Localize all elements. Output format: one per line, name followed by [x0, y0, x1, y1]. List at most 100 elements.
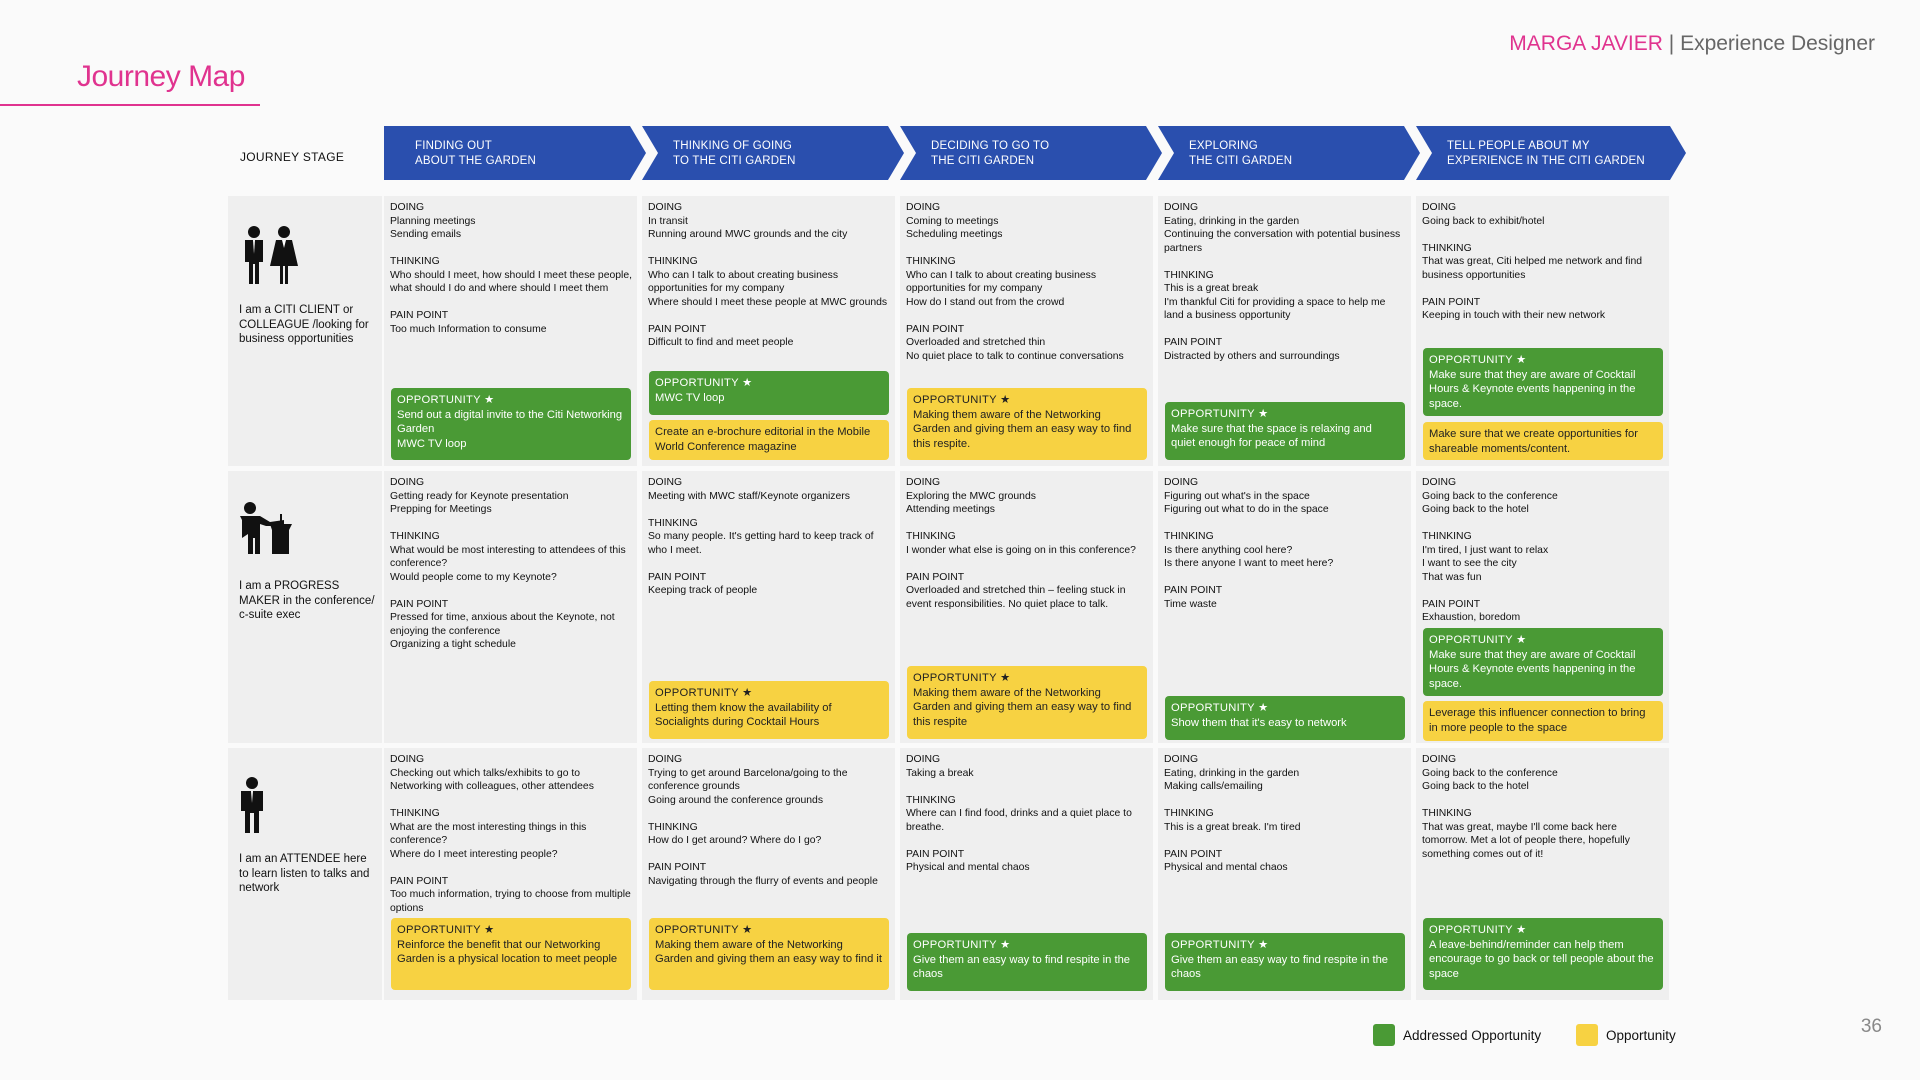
- journey-cell: DOING Taking a break THINKING Where can …: [900, 748, 1153, 1000]
- opportunity-heading: OPPORTUNITY ★: [1171, 702, 1269, 714]
- opportunity-text: Make sure that they are aware of Cocktai…: [1429, 368, 1636, 410]
- business-couple-icon: [236, 224, 306, 291]
- opportunity-text: Making them aware of the Networking Gard…: [655, 938, 882, 966]
- opportunity-heading: OPPORTUNITY ★: [397, 394, 495, 406]
- opportunity-card: OPPORTUNITY ★ Reinforce the benefit that …: [391, 918, 631, 990]
- opportunity-card: Make sure that we create opportunities f…: [1423, 422, 1663, 460]
- journey-cell: DOING Coming to meetings Scheduling meet…: [900, 196, 1153, 466]
- opportunity-heading: OPPORTUNITY ★: [1171, 408, 1269, 420]
- legend-open: Opportunity: [1576, 1024, 1676, 1046]
- opportunity-heading: OPPORTUNITY ★: [913, 672, 1011, 684]
- addressed-opportunity-card: OPPORTUNITY ★ Send out a digital invite t…: [391, 388, 631, 460]
- journey-cell: DOING Trying to get around Barcelona/goi…: [642, 748, 895, 1000]
- stage-line-2: ABOUT THE GARDEN: [415, 155, 536, 167]
- speaker-at-podium-icon: [236, 500, 296, 561]
- opportunity-text: A leave-behind/reminder can help them en…: [1429, 938, 1654, 980]
- legend-open-label: Opportunity: [1606, 1027, 1676, 1043]
- opportunity-text: Show them that it's easy to network: [1171, 716, 1347, 729]
- journey-cell: DOING Getting ready for Keynote presenta…: [384, 471, 637, 743]
- addressed-opportunity-card: OPPORTUNITY ★Make sure that they are awa…: [1423, 628, 1663, 696]
- opportunity-card: OPPORTUNITY ★ Letting them know the avail…: [649, 681, 889, 739]
- opportunity-text: Give them an easy way to find respite in…: [913, 953, 1131, 981]
- addressed-opportunity-card: OPPORTUNITY ★ A leave-behind/reminder can…: [1423, 918, 1663, 990]
- addressed-opportunity-card: OPPORTUNITY ★ Make sure that the space is…: [1165, 402, 1405, 460]
- author-separator: |: [1662, 32, 1681, 55]
- opportunity-text: Give them an easy way to find respite in…: [1171, 953, 1389, 981]
- legend-addressed: Addressed Opportunity: [1373, 1024, 1541, 1046]
- cell-notes: DOING Checking out which talks/exhibits …: [390, 754, 631, 914]
- opportunity-text: Send out a digital invite to the Citi Ne…: [397, 408, 623, 450]
- journey-cell: DOING Planning meetings Sending emails T…: [384, 196, 637, 466]
- opportunity-heading: OPPORTUNITY ★: [397, 924, 495, 936]
- cell-notes: DOING Getting ready for Keynote presenta…: [390, 477, 626, 650]
- cell-notes: DOING Exploring the MWC grounds Attendin…: [906, 477, 1136, 610]
- opportunity-card: OPPORTUNITY ★ Making them aware of the Ne…: [907, 666, 1147, 739]
- cell-notes: DOING Coming to meetings Scheduling meet…: [906, 202, 1124, 362]
- journey-cell: DOING Checking out which talks/exhibits …: [384, 748, 637, 1000]
- title-underline: [0, 104, 260, 106]
- journey-cell: DOING Going back to the conference Going…: [1416, 471, 1669, 743]
- cell-notes: DOING Figuring out what's in the space F…: [1164, 477, 1334, 610]
- cell-notes: DOING Eating, drinking in the garden Mak…: [1164, 754, 1301, 873]
- opportunity-card: Leverage this influencer connection to b…: [1423, 701, 1663, 741]
- opportunity-heading: OPPORTUNITY ★: [655, 687, 753, 699]
- journey-cell: DOING Going back to exhibit/hotel THINKI…: [1416, 196, 1669, 466]
- addressed-opportunity-card: OPPORTUNITY ★ Show them that it's easy to…: [1165, 696, 1405, 740]
- legend-addressed-label: Addressed Opportunity: [1403, 1027, 1542, 1043]
- addressed-opportunity-card: OPPORTUNITY ★ Give them an easy way to fi…: [1165, 933, 1405, 991]
- stage-line-2: EXPERIENCE IN THE CITI GARDEN: [1447, 155, 1645, 167]
- journey-stage-label: JOURNEY STAGE: [240, 150, 345, 164]
- stage-line-1: EXPLORING: [1189, 140, 1258, 152]
- stage-line-1: TELL PEOPLE ABOUT MY: [1447, 140, 1590, 152]
- opportunity-text: Create an e-brochure editorial in the Mo…: [655, 426, 871, 453]
- persona-description: I am a PROGRESS MAKER in the conference/…: [239, 580, 375, 621]
- opportunity-heading: OPPORTUNITY ★: [913, 939, 1011, 951]
- opportunity-text: Leverage this influencer connection to b…: [1429, 707, 1646, 734]
- opportunity-card: OPPORTUNITY ★ Making them aware of the Ne…: [907, 388, 1147, 460]
- opportunity-heading: OPPORTUNITY ★: [655, 377, 753, 389]
- author-credit: MARGA JAVIER | Experience Designer: [1509, 32, 1875, 56]
- opportunity-heading: OPPORTUNITY ★: [655, 924, 753, 936]
- stage-line-1: FINDING OUT: [415, 140, 492, 152]
- opportunity-heading: OPPORTUNITY ★: [1171, 939, 1269, 951]
- stage-line-2: THE CITI GARDEN: [931, 155, 1035, 167]
- journey-stage-5: TELL PEOPLE ABOUT MY EXPERIENCE IN THE CI…: [1416, 126, 1686, 180]
- opportunity-text: MWC TV loop: [655, 391, 725, 404]
- page-title: Journey Map: [77, 60, 245, 93]
- journey-cell: DOING Going back to the conference Going…: [1416, 748, 1669, 1000]
- persona-description: I am a CITI CLIENT or COLLEAGUE /looking…: [239, 304, 369, 345]
- opportunity-text: Making them aware of the Networking Gard…: [913, 686, 1132, 728]
- stage-line-1: THINKING OF GOING: [673, 140, 793, 152]
- journey-stage-2: THINKING OF GOING TO THE CITI GARDEN: [642, 126, 904, 180]
- cell-notes: DOING In transit Running around MWC grou…: [648, 202, 888, 348]
- cell-notes: DOING Meeting with MWC staff/Keynote org…: [648, 477, 874, 596]
- cell-notes: DOING Going back to exhibit/hotel THINKI…: [1422, 202, 1643, 321]
- persona-description: I am an ATTENDEE here to learn listen to…: [239, 853, 370, 894]
- opportunity-card: OPPORTUNITY ★ Making them aware of the Ne…: [649, 918, 889, 990]
- opportunity-heading: OPPORTUNITY ★: [1429, 634, 1527, 646]
- opportunity-text: Letting them know the availability of So…: [655, 701, 832, 729]
- persona-cell: [228, 748, 382, 1000]
- journey-cell: DOING Exploring the MWC grounds Attendin…: [900, 471, 1153, 743]
- open-swatch: [1576, 1024, 1598, 1046]
- journey-cell: DOING Figuring out what's in the space F…: [1158, 471, 1411, 743]
- journey-stage-1: FINDING OUT ABOUT THE GARDEN: [384, 126, 646, 180]
- opportunity-heading: OPPORTUNITY ★: [1429, 924, 1527, 936]
- stage-line-2: TO THE CITI GARDEN: [673, 155, 796, 167]
- addressed-opportunity-card: OPPORTUNITY ★ MWC TV loop: [649, 371, 889, 415]
- journey-cell: DOING Eating, drinking in the garden Mak…: [1158, 748, 1411, 1000]
- opportunity-heading: OPPORTUNITY ★: [913, 394, 1011, 406]
- page-number: 36: [1860, 1016, 1882, 1037]
- opportunity-text: Reinforce the benefit that our Networkin…: [397, 938, 618, 966]
- cell-notes: DOING Going back to the conference Going…: [1422, 477, 1558, 623]
- opportunity-text: Making them aware of the Networking Gard…: [913, 408, 1132, 450]
- cell-notes: DOING Eating, drinking in the garden Con…: [1164, 202, 1401, 362]
- author-role: Experience Designer: [1680, 32, 1875, 55]
- opportunity-text: Make sure that the space is relaxing and…: [1171, 422, 1372, 450]
- cell-notes: DOING Taking a break THINKING Where can …: [906, 754, 1132, 873]
- addressed-opportunity-card: OPPORTUNITY ★ Give them an easy way to fi…: [907, 933, 1147, 991]
- opportunity-text: Make sure that we create opportunities f…: [1429, 428, 1638, 455]
- cell-notes: DOING Going back to the conference Going…: [1422, 754, 1630, 860]
